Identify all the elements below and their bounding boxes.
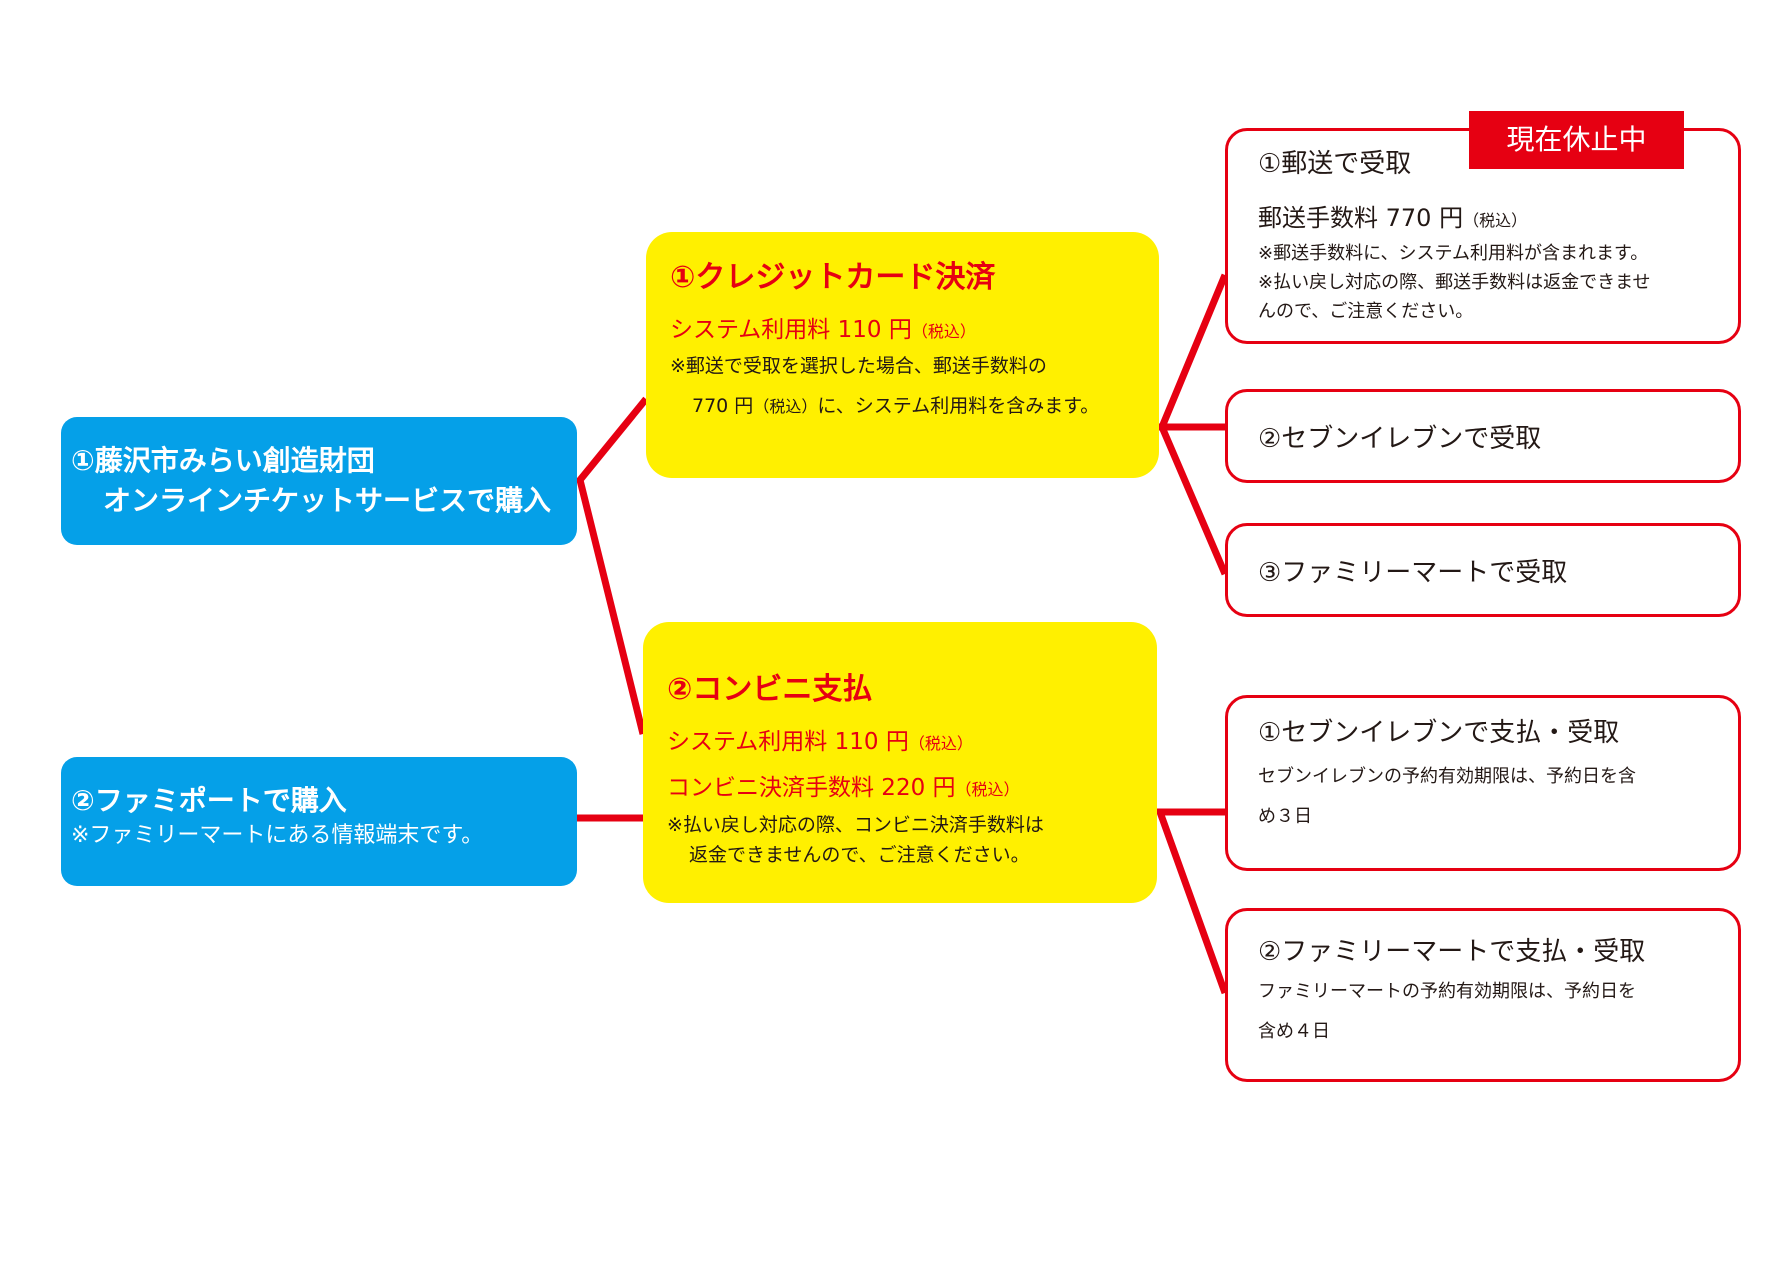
status-badge-suspended: 現在休止中 <box>1469 111 1684 169</box>
payment-conbini-fee-system: システム利用料 110 円（税込） <box>667 722 1157 756</box>
note-text: に、システム利用料を含みます。 <box>817 395 1100 417</box>
receive-seven-title: ②セブンイレブンで受取 <box>1258 424 1542 454</box>
fee-label: 郵送手数料 770 円 <box>1258 204 1464 232</box>
payment-credit-box: ①クレジットカード決済 システム利用料 110 円（税込） ※郵送で受取を選択し… <box>646 232 1159 478</box>
payment-credit-note2: 770 円（税込）に、システム利用料を含みます。 <box>670 386 1159 427</box>
conbini-family-note2: 含め４日 <box>1258 1021 1330 1042</box>
purchase-famiport-note: ※ファミリーマートにある情報端末です。 <box>71 823 484 848</box>
receive-mail-note1: ※郵送手数料に、システム利用料が含まれます。 <box>1258 243 1649 264</box>
payment-conbini-note1: ※払い戻し対応の際、コンビニ決済手数料は <box>667 814 1044 836</box>
conbini-family-note1: ファミリーマートの予約有効期限は、予約日を <box>1258 981 1636 1002</box>
receive-family-box: ③ファミリーマートで受取 <box>1225 523 1741 617</box>
purchase-famiport-title: ②ファミポートで購入 <box>71 784 347 817</box>
receive-mail-note3: んので、ご注意ください。 <box>1258 301 1474 322</box>
conbini-family-box: ②ファミリーマートで支払・受取 ファミリーマートの予約有効期限は、予約日を 含め… <box>1225 908 1741 1082</box>
note-amount: 770 円 <box>692 395 754 417</box>
connector-conbini-to-receive <box>1155 808 1229 995</box>
receive-family-title: ③ファミリーマートで受取 <box>1258 558 1568 588</box>
conbini-seven-box: ①セブンイレブンで支払・受取 セブンイレブンの予約有効期限は、予約日を含 め３日 <box>1225 695 1741 871</box>
payment-credit-note1: ※郵送で受取を選択した場合、郵送手数料の <box>670 355 1047 377</box>
purchase-online-title: ①藤沢市みらい創造財団 <box>71 444 375 477</box>
receive-mail-note2: ※払い戻し対応の際、郵送手数料は返金できませ <box>1258 272 1651 293</box>
conbini-seven-note1: セブンイレブンの予約有効期限は、予約日を含 <box>1258 766 1636 787</box>
fee-label: システム利用料 110 円 <box>670 317 912 343</box>
fee-label: コンビニ決済手数料 220 円 <box>667 775 956 801</box>
fee-label: システム利用料 110 円 <box>667 729 909 755</box>
conbini-seven-title: ①セブンイレブンで支払・受取 <box>1258 718 1620 748</box>
payment-credit-fee: システム利用料 110 円（税込） <box>670 310 1159 344</box>
payment-conbini-fee-store: コンビニ決済手数料 220 円（税込） <box>667 768 1157 802</box>
purchase-online-title2: オンラインチケットサービスで購入 <box>103 484 552 517</box>
conbini-family-title: ②ファミリーマートで支払・受取 <box>1258 937 1646 967</box>
receive-mail-title: ①郵送で受取 <box>1258 149 1412 179</box>
payment-conbini-box: ②コンビニ支払 システム利用料 110 円（税込） コンビニ決済手数料 220 … <box>643 622 1157 903</box>
receive-seven-box: ②セブンイレブンで受取 <box>1225 389 1741 483</box>
payment-conbini-note2: 返金できませんので、ご注意ください。 <box>689 844 1030 866</box>
connector-online-to-credit <box>576 396 649 735</box>
note-tax: （税込） <box>753 397 818 416</box>
purchase-online-box: ①藤沢市みらい創造財団 オンラインチケットサービスで購入 <box>61 417 577 545</box>
fee-tax: （税込） <box>955 780 1020 799</box>
receive-mail-fee: 郵送手数料 770 円（税込） <box>1258 198 1738 233</box>
purchase-famiport-box: ②ファミポートで購入 ※ファミリーマートにある情報端末です。 <box>61 757 577 886</box>
fee-tax: （税込） <box>1463 211 1528 230</box>
conbini-seven-note2: め３日 <box>1258 806 1312 827</box>
payment-conbini-title: ②コンビニ支払 <box>667 672 873 707</box>
fee-tax: （税込） <box>908 734 973 753</box>
payment-credit-title: ①クレジットカード決済 <box>670 260 996 295</box>
fee-tax: （税込） <box>911 322 976 341</box>
